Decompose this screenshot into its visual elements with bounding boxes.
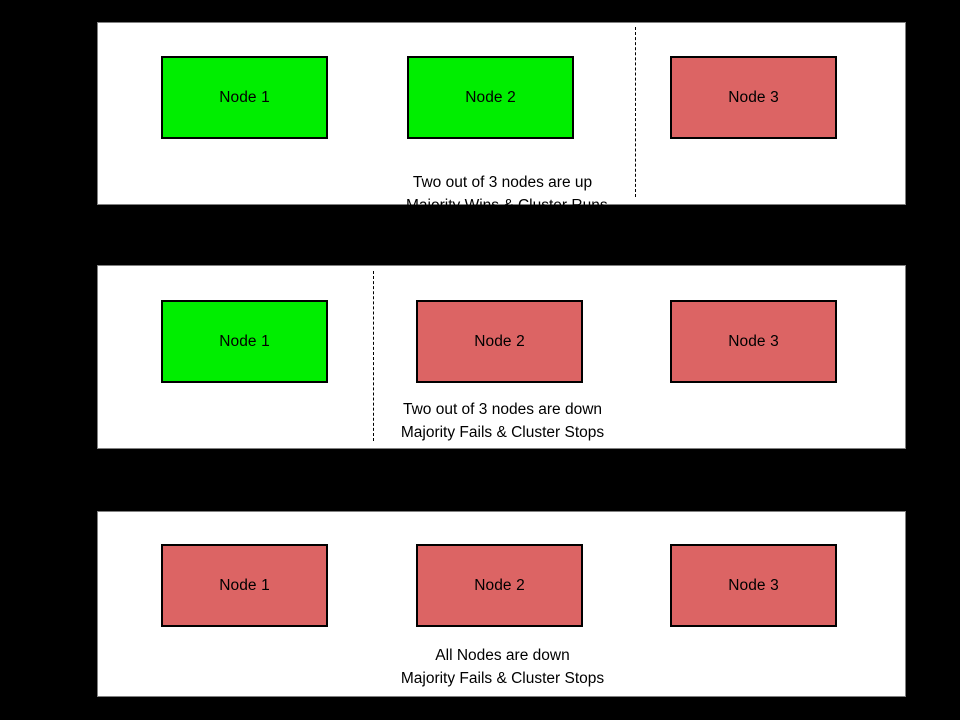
node-box-label: Node 2 <box>474 332 525 350</box>
caption-line-2: Majority Fails & Cluster Stops <box>400 424 605 441</box>
caption-line-2: , Majority Wins & Cluster Runs <box>397 197 608 214</box>
panel-majority-down: Node 1 Node 2 Node 3 Two out of 3 nodes … <box>97 265 906 449</box>
node-box-1[interactable]: Node 1 <box>161 56 328 139</box>
node-box-label: Node 1 <box>219 88 270 106</box>
panel-caption: Two out of 3 nodes are up , Majority Win… <box>98 171 907 217</box>
node-box-3[interactable]: Node 3 <box>670 544 837 627</box>
panel-caption: Two out of 3 nodes are down Majority Fai… <box>98 398 907 444</box>
caption-line-1: Two out of 3 nodes are up <box>412 174 593 191</box>
node-box-label: Node 2 <box>474 576 525 594</box>
node-box-2[interactable]: Node 2 <box>407 56 574 139</box>
node-box-label: Node 3 <box>728 332 779 350</box>
caption-line-2: Majority Fails & Cluster Stops <box>400 670 605 687</box>
caption-line-1: Two out of 3 nodes are down <box>402 401 603 418</box>
node-box-1[interactable]: Node 1 <box>161 300 328 383</box>
panel-all-down: Node 1 Node 2 Node 3 All Nodes are down … <box>97 511 906 697</box>
panel-caption: All Nodes are down Majority Fails & Clus… <box>98 644 907 690</box>
node-box-label: Node 3 <box>728 576 779 594</box>
node-box-2[interactable]: Node 2 <box>416 300 583 383</box>
node-box-2[interactable]: Node 2 <box>416 544 583 627</box>
caption-line-1: All Nodes are down <box>435 647 570 664</box>
quorum-divider <box>635 27 636 197</box>
node-box-label: Node 2 <box>465 88 516 106</box>
node-box-1[interactable]: Node 1 <box>161 544 328 627</box>
node-box-3[interactable]: Node 3 <box>670 300 837 383</box>
panel-majority-up: Node 1 Node 2 Node 3 Two out of 3 nodes … <box>97 22 906 214</box>
quorum-divider <box>373 271 374 441</box>
node-box-label: Node 1 <box>219 576 270 594</box>
node-box-label: Node 1 <box>219 332 270 350</box>
node-box-3[interactable]: Node 3 <box>670 56 837 139</box>
node-box-label: Node 3 <box>728 88 779 106</box>
